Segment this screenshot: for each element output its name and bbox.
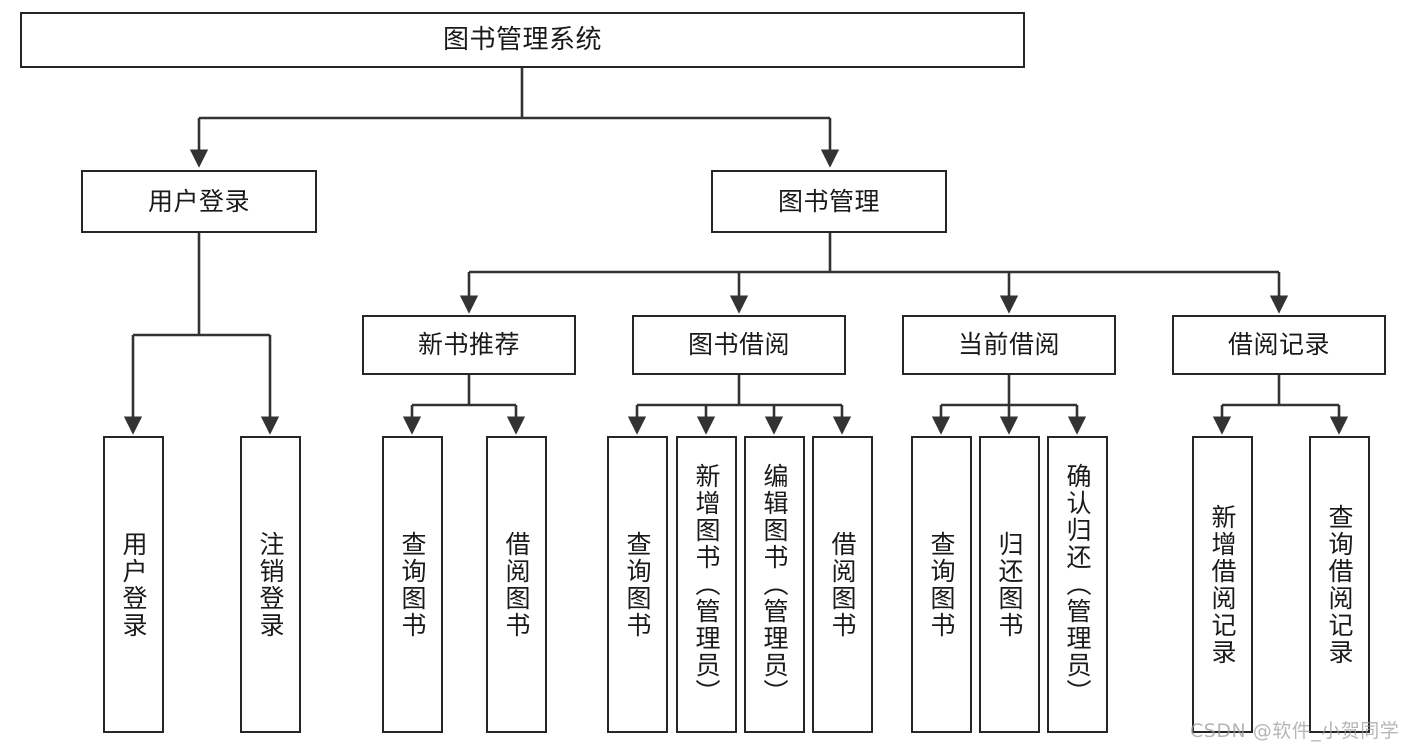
node-current-borrow[interactable]: 当前借阅 [902,315,1116,375]
node-root[interactable]: 图书管理系统 [20,12,1025,68]
node-book-borrow-label: 图书借阅 [687,330,790,360]
leaf-new-book-1[interactable]: 查询图书 [382,436,443,733]
leaf-borrow-3-label: 编辑图书（管理员） [760,463,789,706]
leaf-new-book-2-label: 借阅图书 [502,530,531,639]
leaf-user-login-1-label: 用户登录 [119,530,148,639]
leaf-user-login-2[interactable]: 注销登录 [240,436,301,733]
leaf-borrow-1-label: 查询图书 [623,530,652,639]
leaf-borrow-4[interactable]: 借阅图书 [812,436,873,733]
leaf-user-login-2-label: 注销登录 [256,530,285,639]
leaf-current-3-label: 确认归还（管理员） [1063,463,1092,706]
leaf-current-2-label: 归还图书 [995,530,1024,639]
leaf-records-2-label: 查询借阅记录 [1325,503,1354,666]
leaf-current-1-label: 查询图书 [927,530,956,639]
node-current-borrow-label: 当前借阅 [957,330,1060,360]
leaf-current-1[interactable]: 查询图书 [911,436,972,733]
node-borrow-records-label: 借阅记录 [1227,330,1330,360]
node-user-login-label: 用户登录 [147,186,250,216]
node-new-book-recommend-label: 新书推荐 [417,330,520,360]
leaf-new-book-1-label: 查询图书 [398,530,427,639]
node-book-management[interactable]: 图书管理 [711,170,947,233]
leaf-new-book-2[interactable]: 借阅图书 [486,436,547,733]
leaf-records-1[interactable]: 新增借阅记录 [1192,436,1253,733]
watermark-text: CSDN @软件_小贺同学 [1190,720,1400,742]
node-borrow-records[interactable]: 借阅记录 [1172,315,1386,375]
leaf-current-2[interactable]: 归还图书 [979,436,1040,733]
node-user-login[interactable]: 用户登录 [81,170,317,233]
leaf-borrow-1[interactable]: 查询图书 [607,436,668,733]
node-new-book-recommend[interactable]: 新书推荐 [362,315,576,375]
leaf-borrow-3[interactable]: 编辑图书（管理员） [744,436,805,733]
leaf-records-2[interactable]: 查询借阅记录 [1309,436,1370,733]
leaf-records-1-label: 新增借阅记录 [1208,503,1237,666]
leaf-current-3[interactable]: 确认归还（管理员） [1047,436,1108,733]
leaf-user-login-1[interactable]: 用户登录 [103,436,164,733]
leaf-borrow-2[interactable]: 新增图书（管理员） [676,436,737,733]
node-root-label: 图书管理系统 [442,24,602,55]
leaf-borrow-2-label: 新增图书（管理员） [692,463,721,706]
node-book-management-label: 图书管理 [777,186,880,216]
leaf-borrow-4-label: 借阅图书 [828,530,857,639]
node-book-borrow[interactable]: 图书借阅 [632,315,846,375]
